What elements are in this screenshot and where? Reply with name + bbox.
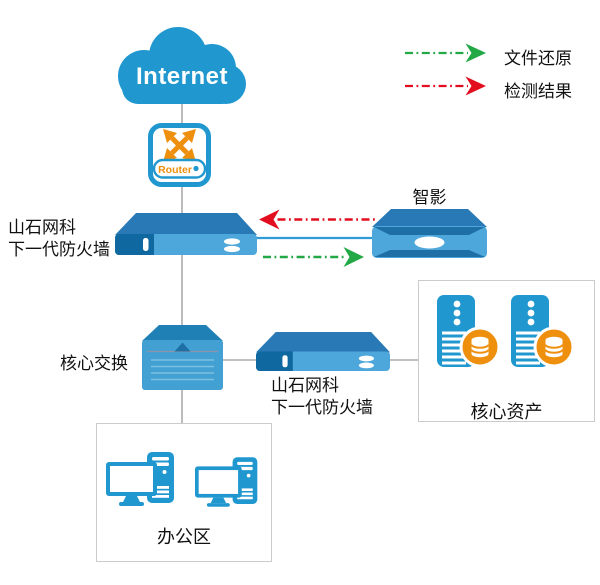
database-icon (470, 336, 490, 358)
firewall-internal-icon (256, 332, 390, 371)
firewall-perimeter-icon (115, 213, 257, 255)
firewall-perimeter-label: 山石网科 下一代防火墙 (8, 218, 110, 259)
cloud-icon (118, 27, 246, 104)
detection-result-arrow (259, 209, 378, 230)
router-arrows-glyph (163, 129, 196, 162)
legend-label-detection-result: 检测结果 (504, 82, 572, 101)
firewall-internal-label: 山石网科 下一代防火墙 (271, 376, 373, 417)
internet-label: Internet (135, 63, 228, 90)
server-database-icon (511, 295, 575, 368)
desktop-computer-icon (195, 457, 258, 507)
file-restore-arrow (263, 247, 364, 267)
database-icon (544, 336, 564, 358)
router-icon: Router (148, 123, 211, 187)
core-assets-label: 核心资产 (470, 402, 543, 422)
internet-node: Internet (116, 26, 248, 108)
legend-label-file-restore: 文件还原 (504, 49, 572, 68)
legend-detection-result-arrow-icon (405, 76, 486, 96)
server-database-icon (437, 295, 501, 368)
core-switch-label: 核心交换 (60, 354, 128, 373)
router-label: Router (158, 164, 192, 176)
zhiying-label: 智影 (412, 188, 447, 207)
desktop-computer-icon (106, 452, 174, 506)
office-label: 办公区 (157, 527, 211, 547)
legend-file-restore-arrow-icon (405, 43, 486, 63)
server-vent-lines (516, 331, 540, 365)
core-switch-icon (142, 325, 223, 390)
zhiying-appliance-icon (372, 209, 487, 258)
server-vent-lines (442, 331, 466, 365)
